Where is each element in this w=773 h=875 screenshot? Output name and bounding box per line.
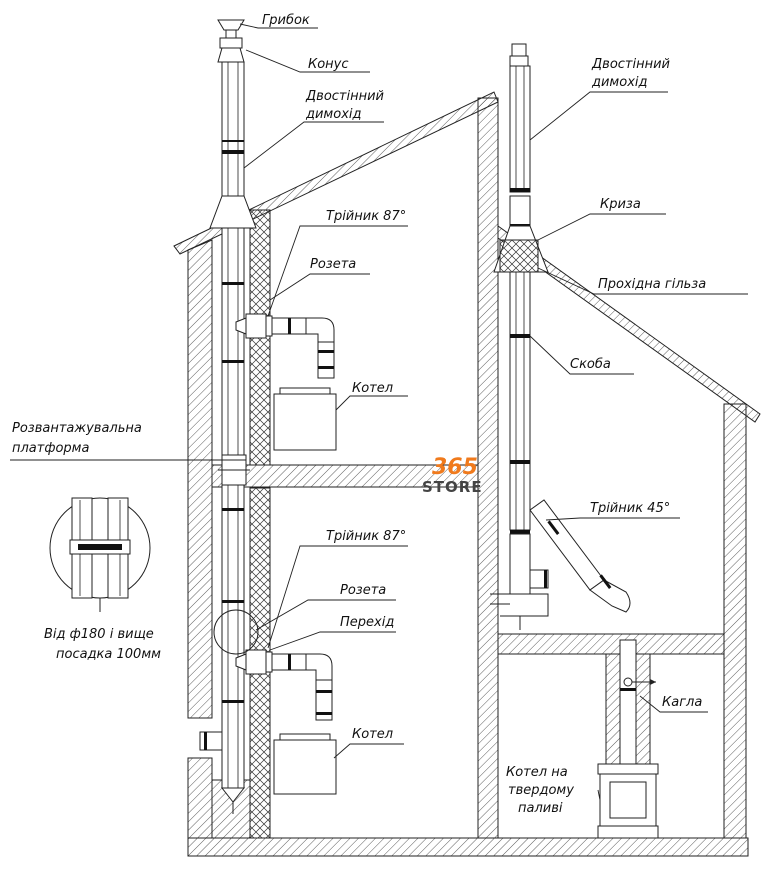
ground-slab [187,837,749,857]
detail-circle [213,609,259,655]
right-floor-slab [497,633,725,655]
cone [217,47,245,63]
label-rozeta-bottom: Розета [340,583,386,598]
labels: Грибок Конус Двостінний димохід Трійник … [12,13,706,816]
label-rozeta-top: Розета [310,257,356,272]
left-chimney [199,19,337,814]
label-solid-2: твердому [508,783,574,798]
lower-boiler [273,739,337,795]
upper-pipe [221,61,245,201]
label-posadka-2: посадка 100мм [56,647,161,662]
inner-partition-wall [477,97,499,839]
right-lower-pipe [509,271,531,531]
solid-fuel-boiler [597,639,659,839]
label-dymokhid-left-1: Двостінний [305,89,384,104]
label-platform-2: платформа [12,441,89,456]
upper-tee-87 [245,313,267,339]
lower-elbow [305,653,333,681]
label-solid-3: паливі [518,801,563,816]
label-kotel-top: Котел [352,381,393,396]
label-dymokhid-right-2: димохід [591,75,648,90]
upper-boiler-connection [235,313,337,451]
label-triynyk87-bottom: Трійник 87° [326,529,406,544]
lower-boiler-connection [235,649,337,795]
upper-boiler [273,393,337,451]
building [173,91,761,857]
logo-text: STORE [422,478,483,496]
label-dymokhid-left-2: димохід [305,107,362,122]
condensate-cone [220,787,246,803]
hrybok-cap [217,19,245,31]
store-logo: 365 STORE [422,455,483,496]
prokhidna-hilza [499,239,539,273]
label-posadka-1: Від ф180 і вище [44,627,154,642]
left-outer-wall [187,239,213,719]
label-prokhidna: Прохідна гільза [598,277,706,292]
label-kahla: Кагла [662,695,702,710]
label-perekhid: Перехід [340,615,394,630]
right-chimney [490,43,631,630]
left-floor-slab [211,464,479,488]
logo-number: 365 [432,455,478,480]
cap-stem [225,29,237,39]
revision-tee [199,731,223,751]
label-konus: Конус [308,57,349,72]
label-triynyk87-top: Трійник 87° [326,209,406,224]
label-kotel-bottom: Котел [352,727,393,742]
label-kryza: Криза [600,197,641,212]
bracket [490,593,549,617]
left-outer-wall-lower [187,757,213,839]
label-triynyk45: Трійник 45° [590,501,670,516]
label-solid-1: Котел на [506,765,568,780]
label-platform-1: Розвантажувальна [12,421,142,436]
label-skoba: Скоба [570,357,611,372]
label-hrybok: Грибок [262,13,310,28]
right-roof [497,225,761,423]
right-outer-wall [723,403,747,839]
left-roof [173,91,499,255]
kahla-pipe [619,639,637,765]
label-dymokhid-right-1: Двостінний [591,57,670,72]
right-upper-pipe [509,65,531,193]
upper-elbow [305,317,335,343]
cone-ring [219,37,243,49]
leader-lines [10,23,748,801]
detail-inset [49,497,151,612]
roof-flare [209,195,257,229]
lower-tee-87 [245,649,267,675]
